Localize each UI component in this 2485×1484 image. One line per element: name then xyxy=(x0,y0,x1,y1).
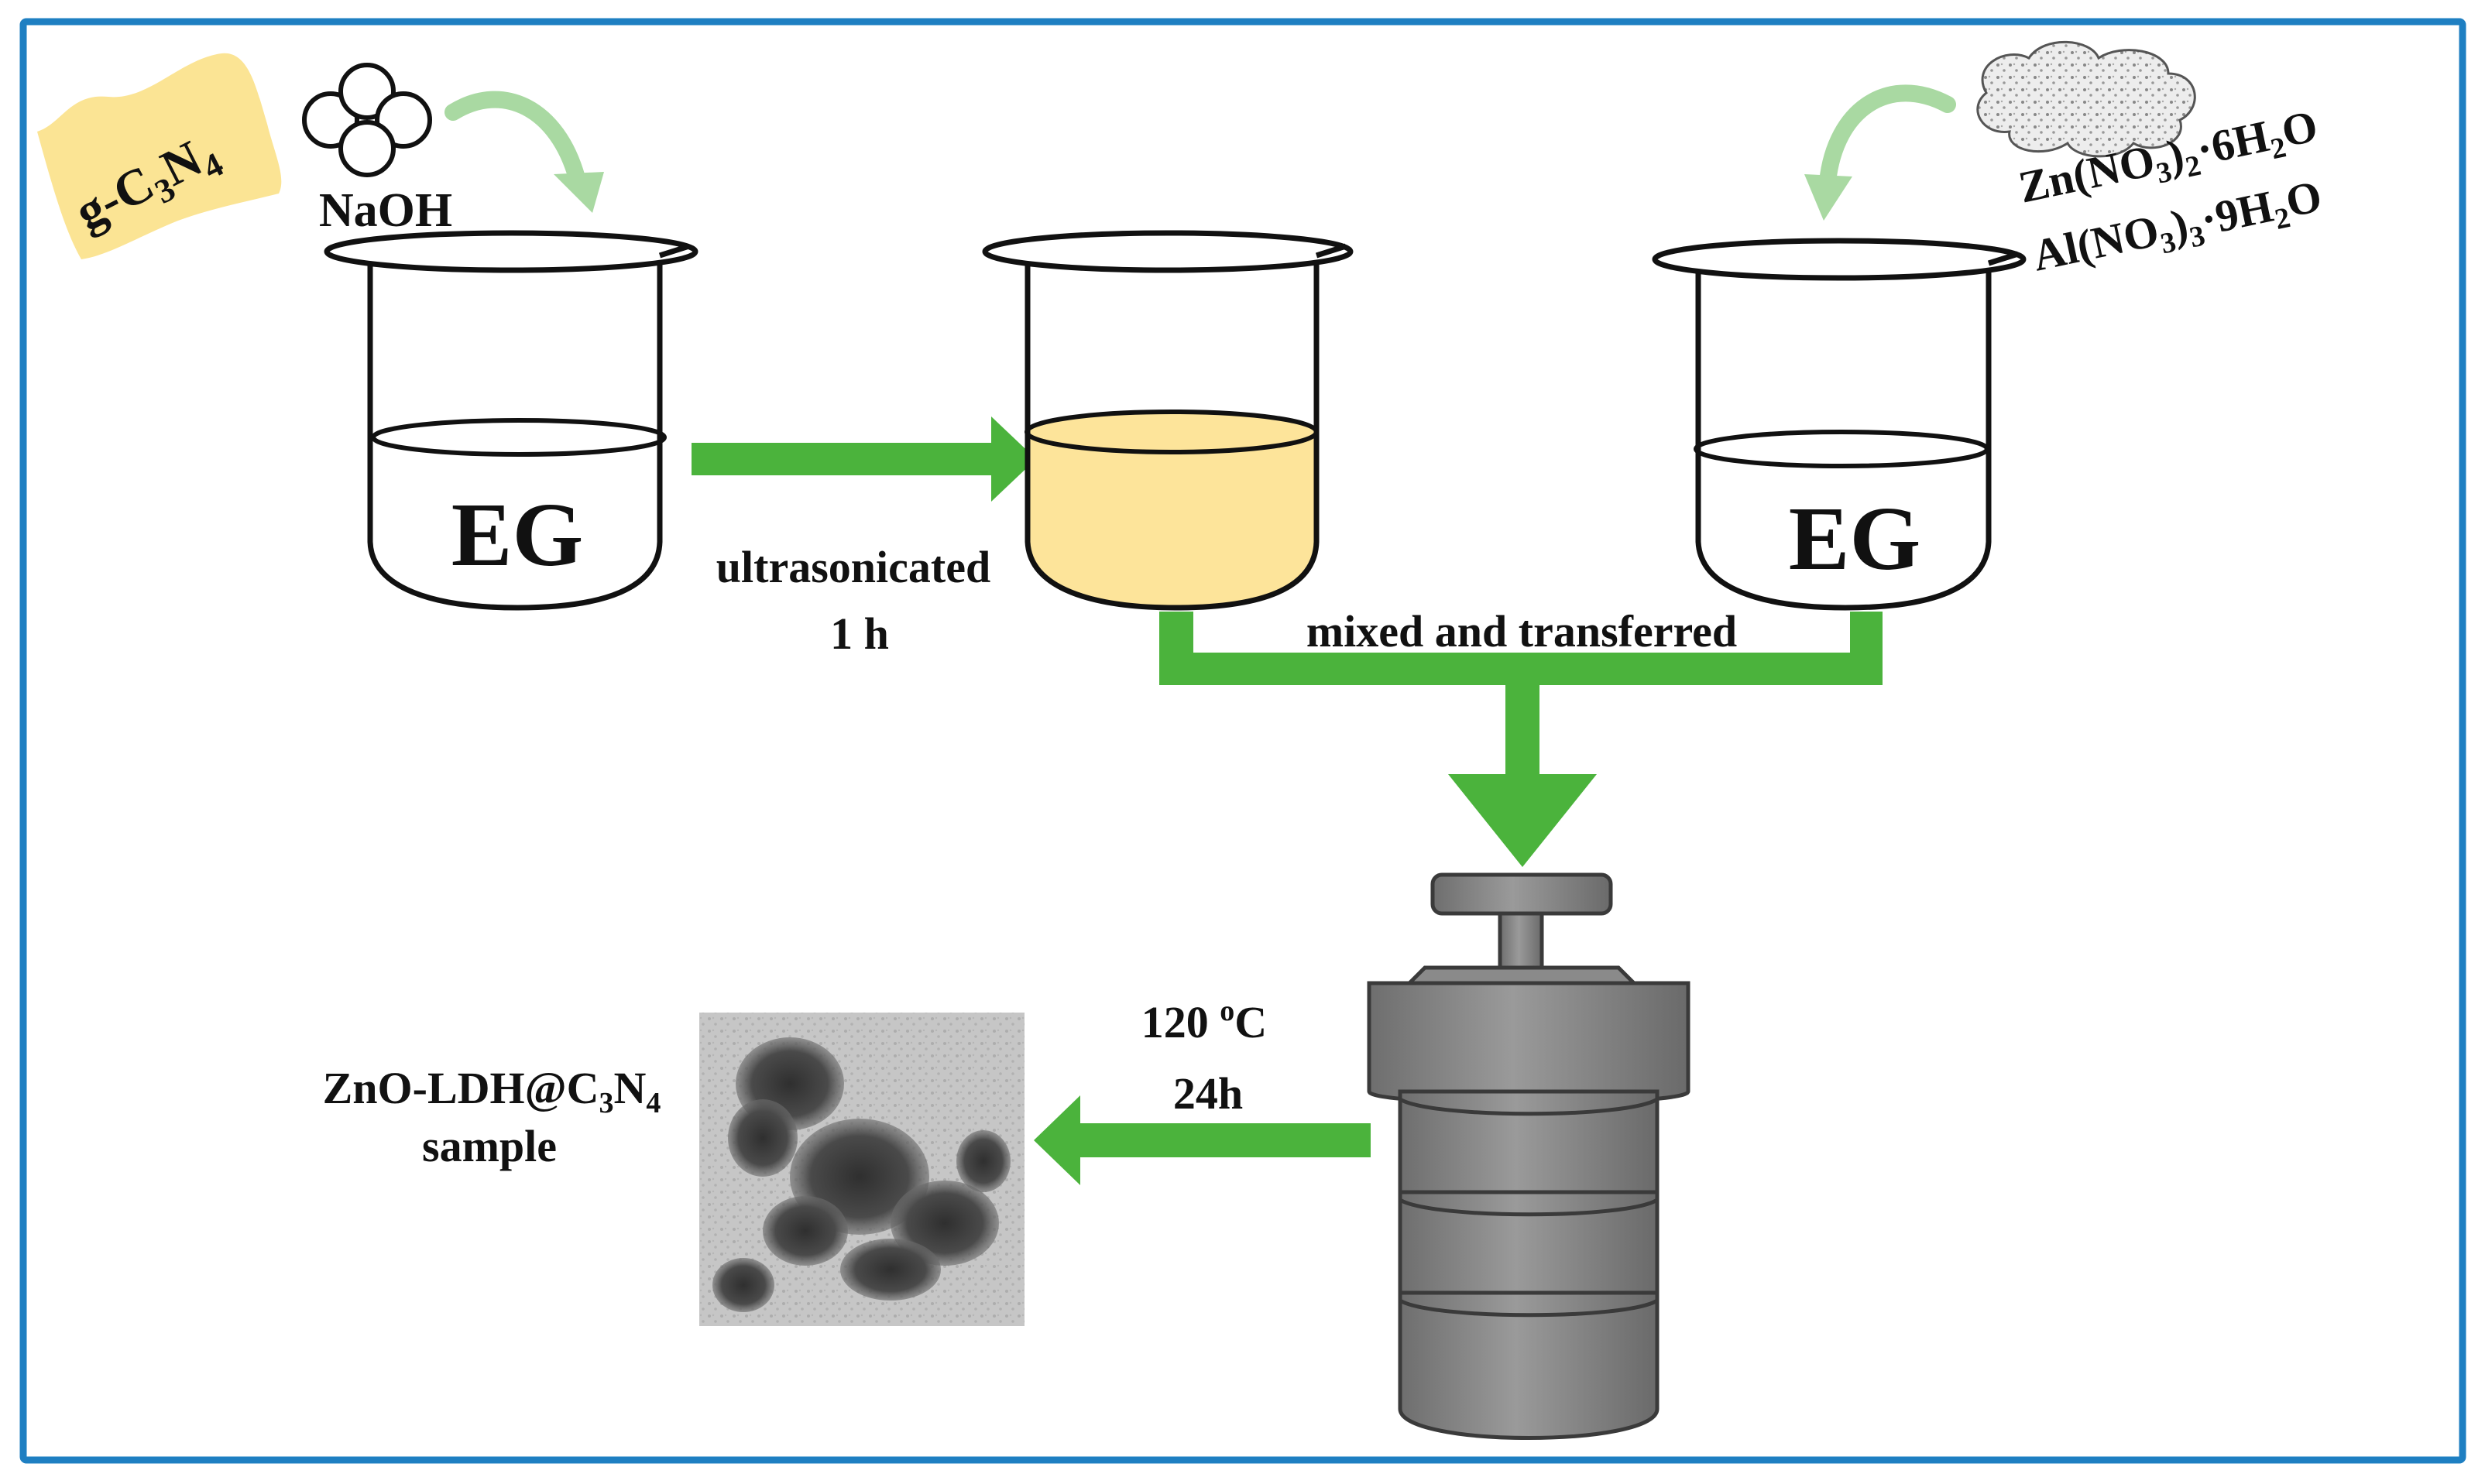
carbon-nitride-note: g-C3N4 xyxy=(37,53,282,260)
right-beaker: EG xyxy=(1652,238,2027,611)
powder-cloud-icon xyxy=(1976,40,2196,158)
product-label-line2: sample xyxy=(422,1121,557,1171)
step1-label-line2: 1 h xyxy=(830,608,889,659)
naoh-label: NaOH xyxy=(319,184,452,237)
step2-label: mixed and transferred xyxy=(1306,606,1737,656)
molecule-cluster-icon xyxy=(302,63,432,177)
add-reagent-arrow-right xyxy=(1804,84,1956,221)
autoclave-icon xyxy=(1367,872,1690,1440)
step3-time: 24h xyxy=(1173,1068,1243,1119)
step3-temperature: 120 oC xyxy=(1141,995,1267,1047)
step1-label-line1: ultrasonicated xyxy=(716,542,990,592)
left-beaker-solvent: EG xyxy=(451,484,584,585)
product-name: ZnO-LDH@C3N4 xyxy=(323,1063,661,1119)
outer-frame xyxy=(19,18,2466,1464)
middle-beaker xyxy=(982,230,1354,611)
left-beaker: EG xyxy=(324,230,698,611)
add-reagent-arrow-left xyxy=(444,91,604,213)
tem-micrograph-image xyxy=(699,1013,1025,1326)
hydrothermal-arrow xyxy=(1034,1095,1371,1185)
right-beaker-solvent: EG xyxy=(1789,488,1921,589)
mixing-connector xyxy=(1159,612,1883,867)
ultrasonication-arrow xyxy=(692,416,1036,502)
